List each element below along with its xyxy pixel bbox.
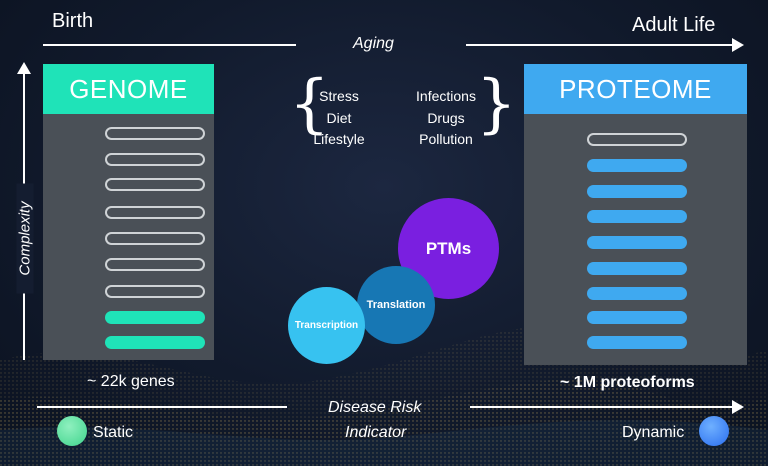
adult-life-label: Adult Life [632,14,716,36]
risk-right-line [470,406,734,408]
timeline-right-line [466,44,734,46]
dynamic-indicator-icon [699,416,729,446]
aging-label: Aging [353,35,394,52]
genome-gene-bar [105,232,205,245]
proteoform-bar-active [587,210,687,223]
proteoform-bar-active [587,159,687,172]
factor-stress: Stress [319,88,359,104]
factor-lifestyle: Lifestyle [313,131,365,147]
birth-label: Birth [52,10,94,32]
genome-header: GENOME [43,64,214,114]
genome-gene-bar [105,206,205,219]
genome-gene-bar [105,285,205,298]
genome-gene-bar [105,127,205,140]
complexity-arrowhead [17,62,31,74]
genome-gene-bar [105,258,205,271]
genome-panel: GENOME [43,64,214,360]
genome-gene-bar [105,153,205,166]
complexity-label: Complexity [16,183,34,294]
proteoform-bar-active [587,262,687,275]
proteome-panel: PROTEOME [524,64,747,365]
timeline-arrowhead [732,38,744,52]
dynamic-label: Dynamic [622,424,685,441]
right-brace: } [476,67,517,141]
static-label: Static [93,424,134,441]
translation-circle: Translation [357,266,435,344]
disease-risk-label-line1: Disease Risk [328,399,422,416]
transcription-circle: Transcription [288,287,365,364]
proteoform-bar [587,133,687,146]
static-indicator-icon [57,416,87,446]
proteoform-bar-active [587,236,687,249]
left-brace: { [289,67,330,141]
proteoform-bar-active [587,336,687,349]
genome-gene-bar-active [105,336,205,349]
proteome-caption: ~ 1M proteoforms [560,374,695,391]
factor-diet: Diet [326,110,352,126]
proteoform-bar-active [587,287,687,300]
genome-gene-bar [105,178,205,191]
disease-risk-label-line2: Indicator [345,424,407,441]
genome-caption: ~ 22k genes [87,373,175,390]
timeline-left-line [43,44,296,46]
factor-pollution: Pollution [419,131,473,147]
proteoform-bar-active [587,311,687,324]
risk-left-line [37,406,287,408]
proteoform-bar-active [587,185,687,198]
proteome-header: PROTEOME [524,64,747,114]
risk-arrowhead [732,400,744,414]
genome-gene-bar-active [105,311,205,324]
factor-infections: Infections [416,88,476,104]
factor-drugs: Drugs [427,110,465,126]
